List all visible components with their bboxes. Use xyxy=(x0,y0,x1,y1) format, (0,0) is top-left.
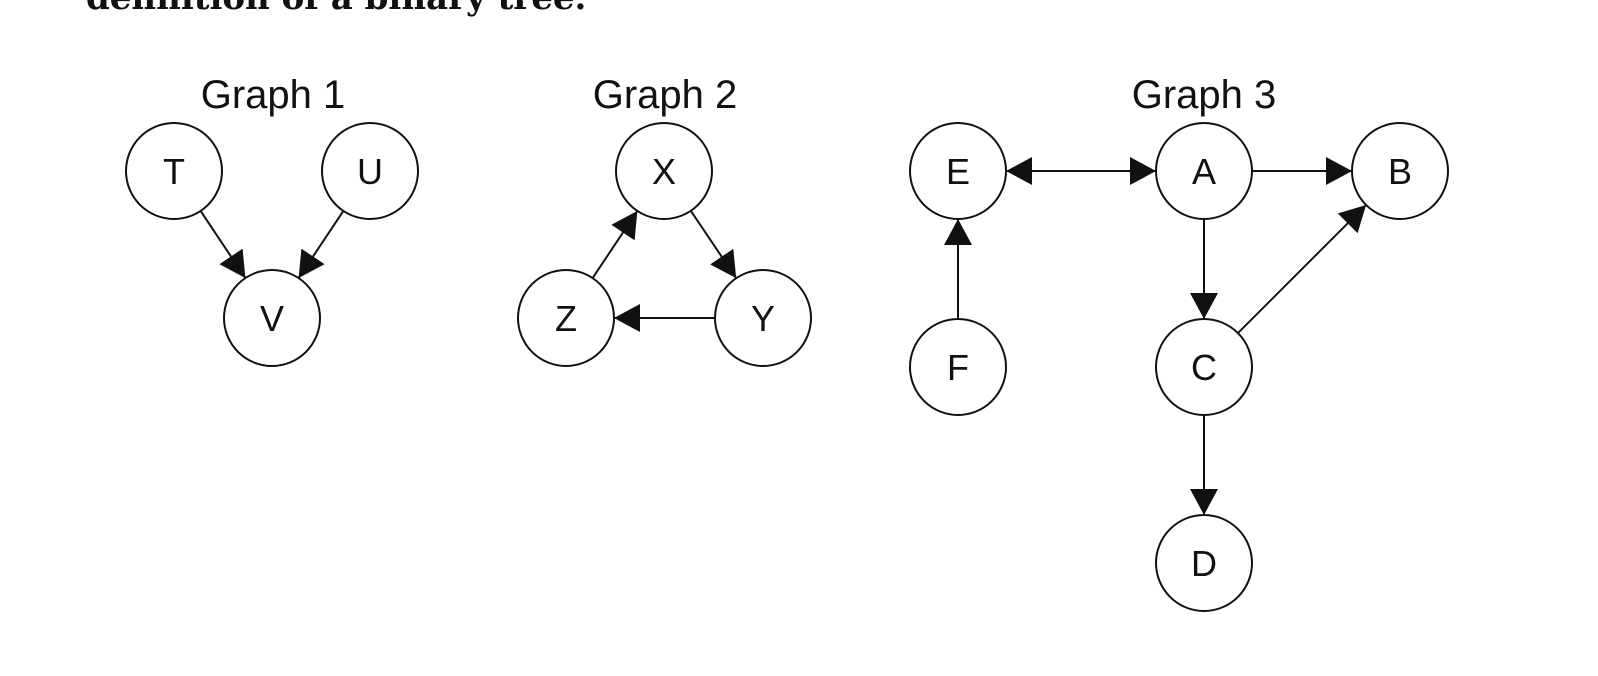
graph-3-node-a-label: A xyxy=(1192,151,1216,192)
graph-3-node-e-label: E xyxy=(946,151,970,192)
graph-3-node-a: A xyxy=(1155,122,1253,220)
graph-3-edge-c-b xyxy=(1237,204,1367,334)
graph-2-node-z-circle xyxy=(517,269,615,367)
graph-2-node-z: Z xyxy=(517,269,615,367)
graph-3-node-b: B xyxy=(1351,122,1449,220)
graph-1-node-u: U xyxy=(321,122,419,220)
graph-2-node-y-circle xyxy=(714,269,812,367)
graph-3-node-e-circle xyxy=(909,122,1007,220)
graph-2-node-x: X xyxy=(615,122,713,220)
graph-2-edge-z-x xyxy=(591,210,639,279)
graph-3-node-d-label: D xyxy=(1191,543,1217,584)
graph-2-node-x-circle xyxy=(615,122,713,220)
graph-3-node-d: D xyxy=(1155,514,1253,612)
graph-2-edge-x-y xyxy=(689,210,738,279)
graph-3-node-c-circle xyxy=(1155,318,1253,416)
graph-2-node-z-label: Z xyxy=(555,298,577,339)
graph-3-node-f-circle xyxy=(909,318,1007,416)
graph-3-node-c: C xyxy=(1155,318,1253,416)
graph-1-node-u-circle xyxy=(321,122,419,220)
graph-1-node-v: V xyxy=(223,269,321,367)
nodes-layer: T U V X Y Z E A B C D F xyxy=(125,122,1449,612)
graph-1-node-t-label: T xyxy=(163,151,185,192)
graph-3-node-b-label: B xyxy=(1388,151,1412,192)
graph-3-node-c-label: C xyxy=(1191,347,1217,388)
graph-2-node-x-label: X xyxy=(652,151,676,192)
graph-1-node-t: T xyxy=(125,122,223,220)
graph-1-node-u-label: U xyxy=(357,151,383,192)
graph-1-edge-u-v xyxy=(297,210,345,279)
graph-3-node-a-circle xyxy=(1155,122,1253,220)
graph-1-edge-t-v xyxy=(199,210,247,279)
graph-3-node-d-circle xyxy=(1155,514,1253,612)
graph-1-node-t-circle xyxy=(125,122,223,220)
graph-1-node-v-circle xyxy=(223,269,321,367)
graph-3-node-e: E xyxy=(909,122,1007,220)
graph-2-node-y-label: Y xyxy=(751,298,775,339)
edges-layer xyxy=(199,157,1367,515)
graph-3-title: Graph 3 xyxy=(1132,73,1277,117)
titles-layer: Graph 1 Graph 2 Graph 3 xyxy=(201,73,1277,117)
graph-3-node-f-label: F xyxy=(947,347,969,388)
graph-1-title: Graph 1 xyxy=(201,73,346,117)
graph-2-title: Graph 2 xyxy=(593,73,738,117)
page-top-text: definition of a binary tree. xyxy=(86,0,586,18)
graph-3-node-b-circle xyxy=(1351,122,1449,220)
graph-3-node-f: F xyxy=(909,318,1007,416)
graph-1-node-v-label: V xyxy=(260,298,284,339)
graph-2-node-y: Y xyxy=(714,269,812,367)
